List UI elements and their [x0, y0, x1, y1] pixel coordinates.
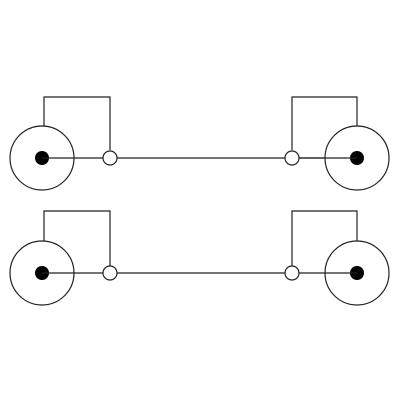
cable-2: [9, 210, 390, 306]
left-junction-node: [102, 150, 118, 166]
left-shield-wire: [43, 210, 111, 266]
right-junction-node: [284, 150, 300, 166]
left-junction-node: [102, 265, 118, 281]
right-shield-wire: [291, 210, 358, 266]
right-junction-node: [284, 265, 300, 281]
right-shield-wire: [291, 96, 358, 150]
cable-1: [9, 96, 390, 191]
left-shield-wire: [43, 96, 111, 150]
